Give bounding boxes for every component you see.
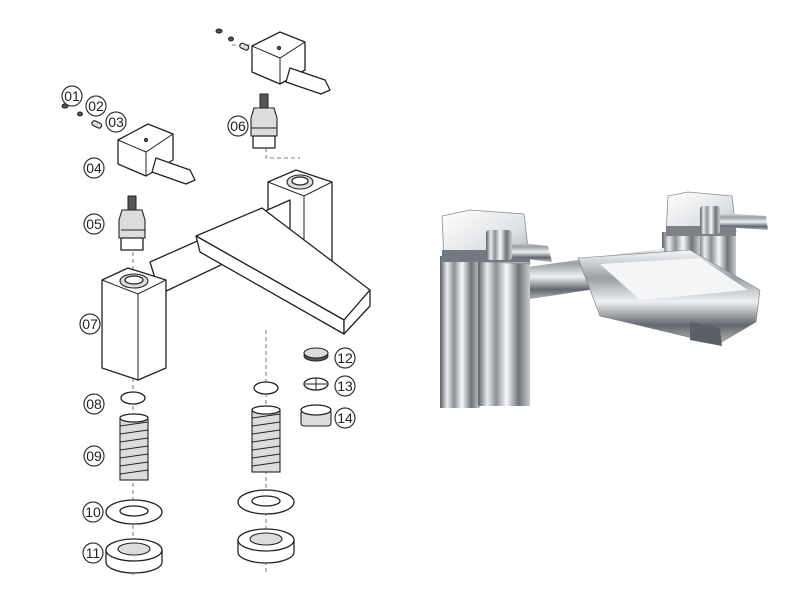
label-07: 07	[79, 313, 101, 335]
svg-text:03: 03	[108, 114, 124, 130]
photo-spout	[577, 249, 761, 346]
label-13: 13	[334, 375, 356, 397]
back-nut-left	[105, 538, 163, 574]
photo-front-pillar	[440, 209, 552, 408]
svg-text:11: 11	[86, 545, 101, 561]
label-14: 14	[334, 407, 356, 429]
svg-text:10: 10	[85, 504, 101, 520]
washer-right	[253, 381, 279, 395]
handle-right	[251, 31, 331, 95]
label-02: 02	[85, 95, 107, 117]
back-nut-right	[237, 528, 295, 564]
svg-text:01: 01	[64, 88, 80, 104]
label-08: 08	[83, 393, 105, 415]
threaded-tail-right	[251, 405, 281, 473]
aerator-parts	[300, 347, 332, 427]
label-12: 12	[334, 347, 356, 369]
svg-text:07: 07	[82, 316, 98, 332]
svg-text:04: 04	[86, 160, 102, 176]
svg-text:13: 13	[337, 378, 353, 394]
cartridge-left	[118, 195, 146, 251]
label-05: 05	[83, 213, 105, 235]
exploded-drawing: 01 02 03 04 05 06	[61, 28, 371, 575]
product-photo	[440, 191, 768, 408]
threaded-tail-left	[119, 413, 149, 481]
label-01: 01	[61, 85, 83, 107]
part-labels: 01 02 03 04 05 06	[61, 85, 356, 564]
label-03: 03	[105, 111, 127, 133]
flat-washer-right	[237, 489, 295, 515]
svg-text:05: 05	[86, 216, 102, 232]
handle-left	[117, 123, 196, 185]
grub-screw-parts-left	[61, 103, 103, 129]
label-06: 06	[227, 115, 249, 137]
svg-text:14: 14	[337, 410, 353, 426]
tap-body	[101, 169, 371, 381]
label-11: 11	[82, 542, 104, 564]
label-04: 04	[83, 157, 105, 179]
svg-text:06: 06	[230, 118, 246, 134]
grub-screw-parts-right	[215, 28, 250, 51]
label-10: 10	[82, 501, 104, 523]
cartridge-right	[250, 93, 300, 159]
svg-text:08: 08	[86, 396, 102, 412]
svg-text:12: 12	[337, 350, 353, 366]
label-09: 09	[83, 445, 105, 467]
washer-left	[120, 391, 146, 405]
svg-text:09: 09	[86, 448, 102, 464]
svg-text:02: 02	[88, 98, 104, 114]
flat-washer-left	[105, 499, 163, 525]
